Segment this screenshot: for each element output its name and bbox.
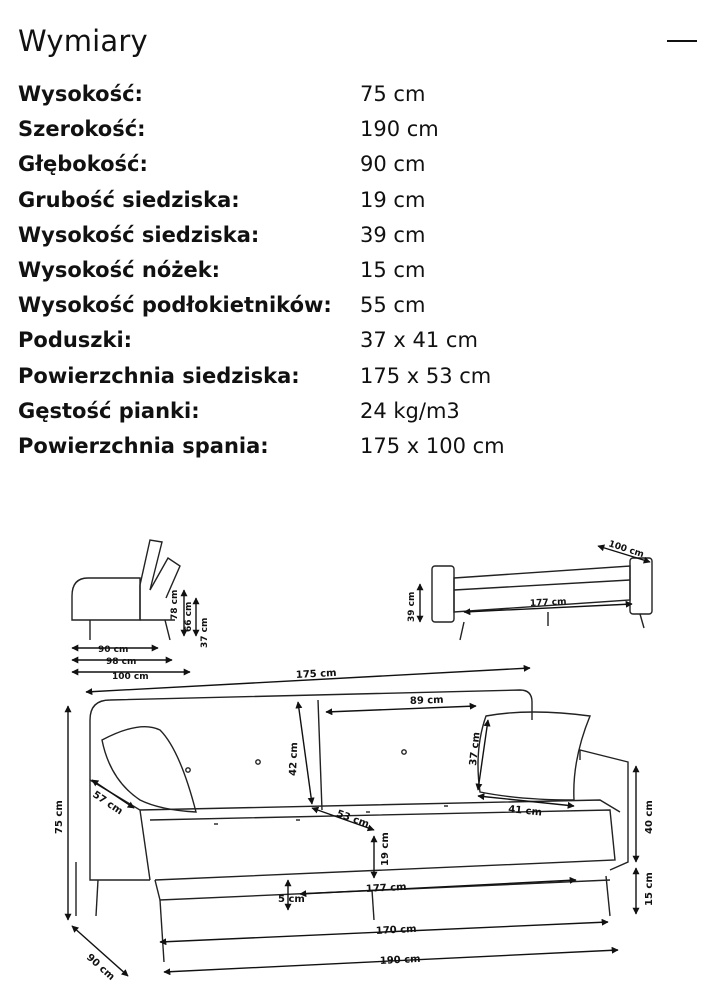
dim-label: 100 cm (607, 539, 645, 560)
minus-icon[interactable] (667, 34, 697, 48)
spec-value: 175 x 53 cm (360, 363, 492, 388)
dim-label: 37 cm (468, 732, 482, 767)
spec-row: Powierzchnia spania: 175 x 100 cm (18, 432, 618, 467)
dim-label: 177 cm (530, 597, 567, 609)
dim-label: 177 cm (366, 882, 407, 895)
spec-value: 19 cm (360, 187, 426, 212)
spec-value: 55 cm (360, 293, 426, 318)
spec-row: Wysokość nóżek: 15 cm (18, 256, 618, 291)
dim-label: 190 cm (380, 954, 421, 967)
spec-value: 24 kg/m3 (360, 398, 460, 423)
bed-view-sketch (431, 557, 653, 641)
spec-value: 190 cm (360, 117, 439, 142)
dim-label: 41 cm (508, 804, 543, 818)
spec-label: Wysokość: (18, 82, 143, 106)
spec-row: Gęstość pianki: 24 kg/m3 (18, 397, 618, 432)
spec-row: Grubość siedziska: 19 cm (18, 186, 618, 221)
dim-label: 37 cm (200, 618, 210, 648)
dim-label: 19 cm (380, 832, 391, 866)
spec-label: Wysokość nóżek: (18, 257, 221, 282)
spec-value: 90 cm (360, 152, 426, 177)
spec-row: Poduszki: 37 x 41 cm (18, 326, 618, 361)
dim-label: 89 cm (410, 695, 444, 707)
dim-label: 98 cm (106, 657, 136, 667)
dim-label: 75 cm (54, 800, 65, 834)
spec-row: Powierzchnia siedziska: 175 x 53 cm (18, 362, 618, 397)
dim-label: 66 cm (184, 602, 194, 632)
spec-label: Wysokość podłokietników: (18, 293, 332, 318)
spec-value: 15 cm (360, 257, 426, 282)
dim-label: 90 cm (98, 645, 128, 655)
section-title: Wymiary (18, 24, 148, 58)
spec-label: Wysokość siedziska: (18, 222, 260, 247)
specs-list: Wysokość: 75 cm Szerokość: 190 cm Głębokoś… (18, 80, 618, 467)
spec-row: Szerokość: 190 cm (18, 115, 618, 150)
dim-label: 57 cm (90, 789, 124, 817)
spec-row: Wysokość siedziska: 39 cm (18, 221, 618, 256)
spec-label: Szerokość: (18, 117, 146, 142)
spec-value: 175 x 100 cm (360, 433, 505, 458)
dim-label: 5 cm (278, 894, 305, 905)
spec-label: Grubość siedziska: (18, 187, 240, 212)
spec-label: Powierzchnia spania: (18, 433, 269, 458)
spec-label: Gęstość pianki: (18, 398, 200, 423)
spec-label: Powierzchnia siedziska: (18, 363, 300, 388)
front-view-sketch (75, 689, 629, 963)
dim-label: 39 cm (407, 592, 417, 622)
dim-label: 40 cm (644, 800, 655, 834)
spec-value: 39 cm (360, 222, 426, 247)
spec-row: Głębokość: 90 cm (18, 150, 618, 185)
spec-value: 37 x 41 cm (360, 328, 478, 353)
spec-row: Wysokość podłokietników: 55 cm (18, 291, 618, 326)
dim-label: 42 cm (288, 742, 300, 776)
spec-row: Wysokość: 75 cm (18, 80, 618, 115)
spec-label: Głębokość: (18, 152, 148, 177)
side-view-sketch (71, 539, 181, 641)
dim-label: 53 cm (335, 808, 370, 830)
dim-label: 100 cm (112, 672, 149, 682)
dim-label: 78 cm (170, 590, 180, 620)
dim-label: 170 cm (376, 924, 417, 937)
dim-label: 90 cm (84, 952, 116, 983)
spec-label: Poduszki: (18, 328, 133, 353)
dim-label: 15 cm (644, 872, 655, 906)
dim-label: 175 cm (296, 668, 337, 681)
section-header: Wymiary (18, 20, 701, 70)
sofa-dimension-drawing: 90 cm 98 cm 100 cm 78 cm 66 cm 37 cm 100… (54, 539, 655, 983)
spec-value: 75 cm (360, 82, 426, 106)
